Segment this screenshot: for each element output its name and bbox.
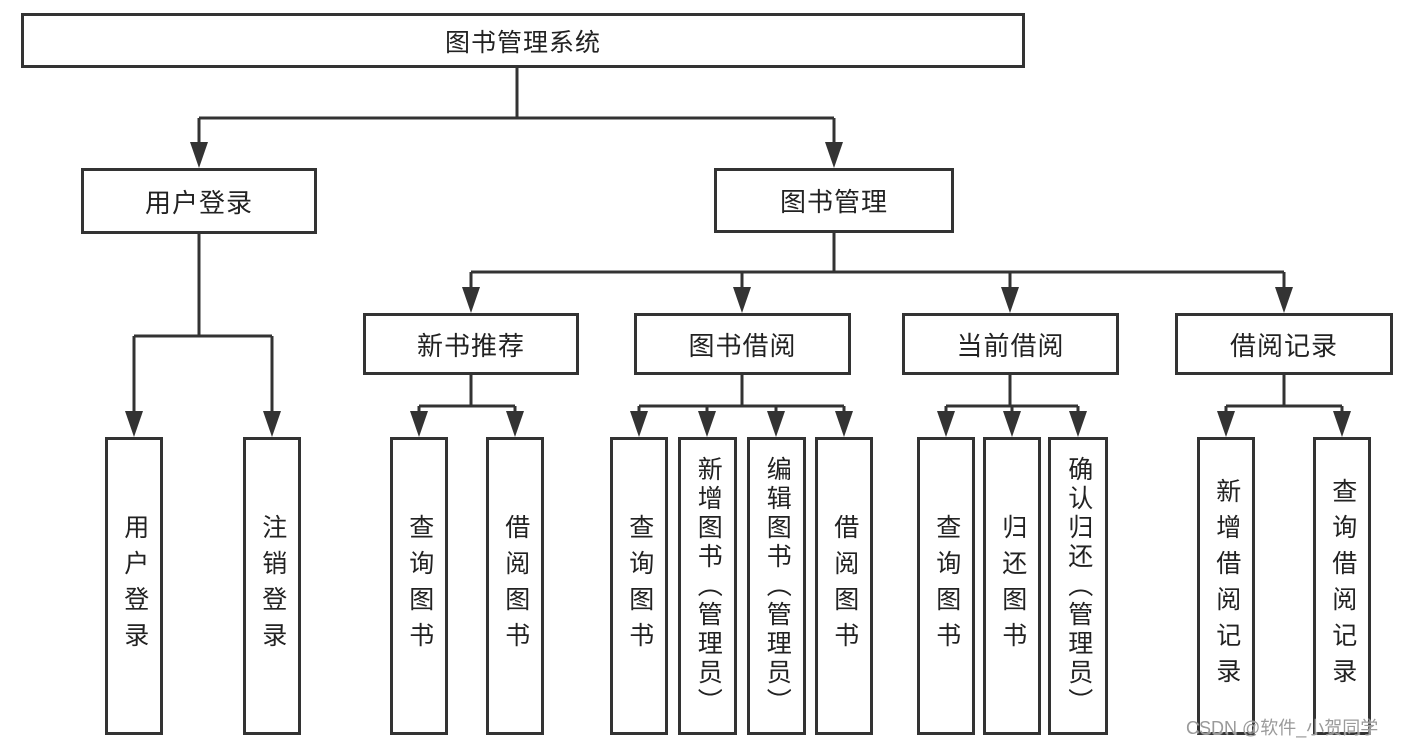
node-label: 新书推荐	[416, 330, 525, 361]
node-user-login: 用户登录	[81, 168, 317, 234]
leaf-label: 借阅图书	[501, 514, 530, 658]
leaf-borrow-books-1: 借阅图书	[486, 437, 544, 735]
node-label: 当前借阅	[956, 330, 1065, 361]
arrowheads	[125, 142, 1351, 437]
leaf-borrow-books-2: 借阅图书	[815, 437, 873, 735]
node-new-book-recommendation: 新书推荐	[363, 313, 579, 375]
leaf-add-borrow-record: 新增借阅记录	[1197, 437, 1255, 735]
node-label: 图书管理	[779, 187, 888, 217]
node-current-borrowing: 当前借阅	[902, 313, 1119, 375]
node-label: 借阅记录	[1229, 330, 1338, 361]
leaf-return-books: 归还图书	[983, 437, 1041, 735]
watermark: CSDN @软件_小贺同学	[1186, 718, 1379, 738]
node-borrowing-records: 借阅记录	[1175, 313, 1393, 375]
node-label: 图书管理系统	[444, 28, 601, 57]
leaf-query-books-2: 查询图书	[610, 437, 668, 735]
node-book-borrowing: 图书借阅	[634, 313, 851, 375]
connector-paths	[132, 68, 1344, 415]
leaf-query-borrow-record: 查询借阅记录	[1313, 437, 1371, 735]
leaf-label: 新增借阅记录	[1212, 478, 1241, 694]
node-label: 图书借阅	[688, 330, 797, 361]
leaf-add-books-admin: 新增图书（管理员）	[678, 437, 737, 735]
node-book-management: 图书管理	[714, 168, 954, 233]
leaf-query-books-3: 查询图书	[917, 437, 975, 735]
leaf-label: 新增图书（管理员）	[694, 455, 723, 717]
leaf-label: 查询图书	[405, 514, 434, 658]
leaf-label: 借阅图书	[830, 514, 859, 658]
leaf-label: 注销登录	[258, 514, 287, 658]
leaf-logout: 注销登录	[243, 437, 301, 735]
leaf-user-login: 用户登录	[105, 437, 163, 735]
leaf-label: 用户登录	[120, 514, 149, 658]
node-library-management-system: 图书管理系统	[21, 13, 1025, 68]
leaf-label: 查询借阅记录	[1328, 478, 1357, 694]
leaf-label: 确认归还（管理员）	[1064, 455, 1093, 717]
leaf-query-books-1: 查询图书	[390, 437, 448, 735]
leaf-edit-books-admin: 编辑图书（管理员）	[747, 437, 806, 735]
leaf-label: 编辑图书（管理员）	[763, 455, 792, 717]
node-label: 用户登录	[144, 187, 253, 218]
leaf-label: 归还图书	[998, 514, 1027, 658]
leaf-label: 查询图书	[932, 514, 961, 658]
leaf-confirm-return-admin: 确认归还（管理员）	[1048, 437, 1108, 735]
leaf-label: 查询图书	[625, 514, 654, 658]
